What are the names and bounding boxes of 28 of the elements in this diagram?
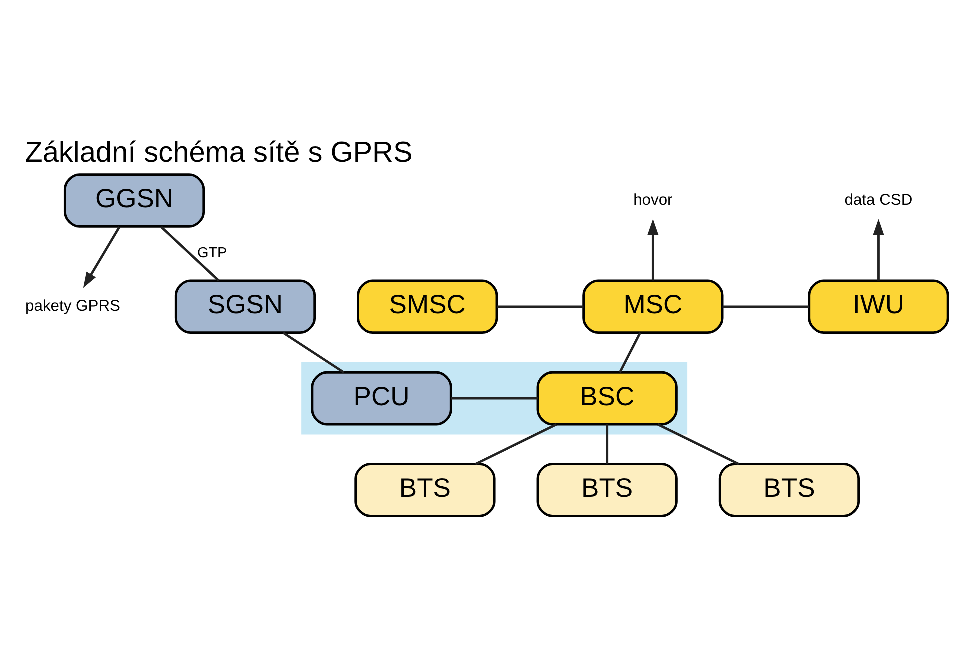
node-box: BTS <box>718 463 860 518</box>
arrow <box>647 219 658 281</box>
node-box: SMSC <box>356 280 498 334</box>
node-box: IWU <box>808 280 949 334</box>
arrow <box>872 219 884 281</box>
arrow <box>82 226 120 288</box>
node-box: SGSN <box>174 280 316 334</box>
node-box: GGSN <box>63 174 205 228</box>
connector <box>657 424 740 466</box>
node-box: BTS <box>536 463 678 518</box>
connector <box>606 424 608 464</box>
node-box: BTS <box>354 463 496 518</box>
connector <box>282 332 344 374</box>
connector <box>618 332 641 374</box>
connector <box>160 226 220 282</box>
edge-label: GTP <box>196 246 227 262</box>
connector <box>496 306 584 308</box>
cluster <box>301 362 688 435</box>
diagram-title: Základní schéma sítě s GPRS <box>24 136 412 169</box>
node-text: pakety GPRS <box>25 298 120 316</box>
node-box: MSC <box>582 280 724 334</box>
node-text: hovor <box>633 192 672 209</box>
node-text: data CSD <box>844 192 912 209</box>
node-box: BSC <box>536 371 678 426</box>
node-box: PCU <box>310 371 452 426</box>
connector <box>722 306 809 308</box>
connector <box>450 397 538 400</box>
connector <box>474 424 557 466</box>
